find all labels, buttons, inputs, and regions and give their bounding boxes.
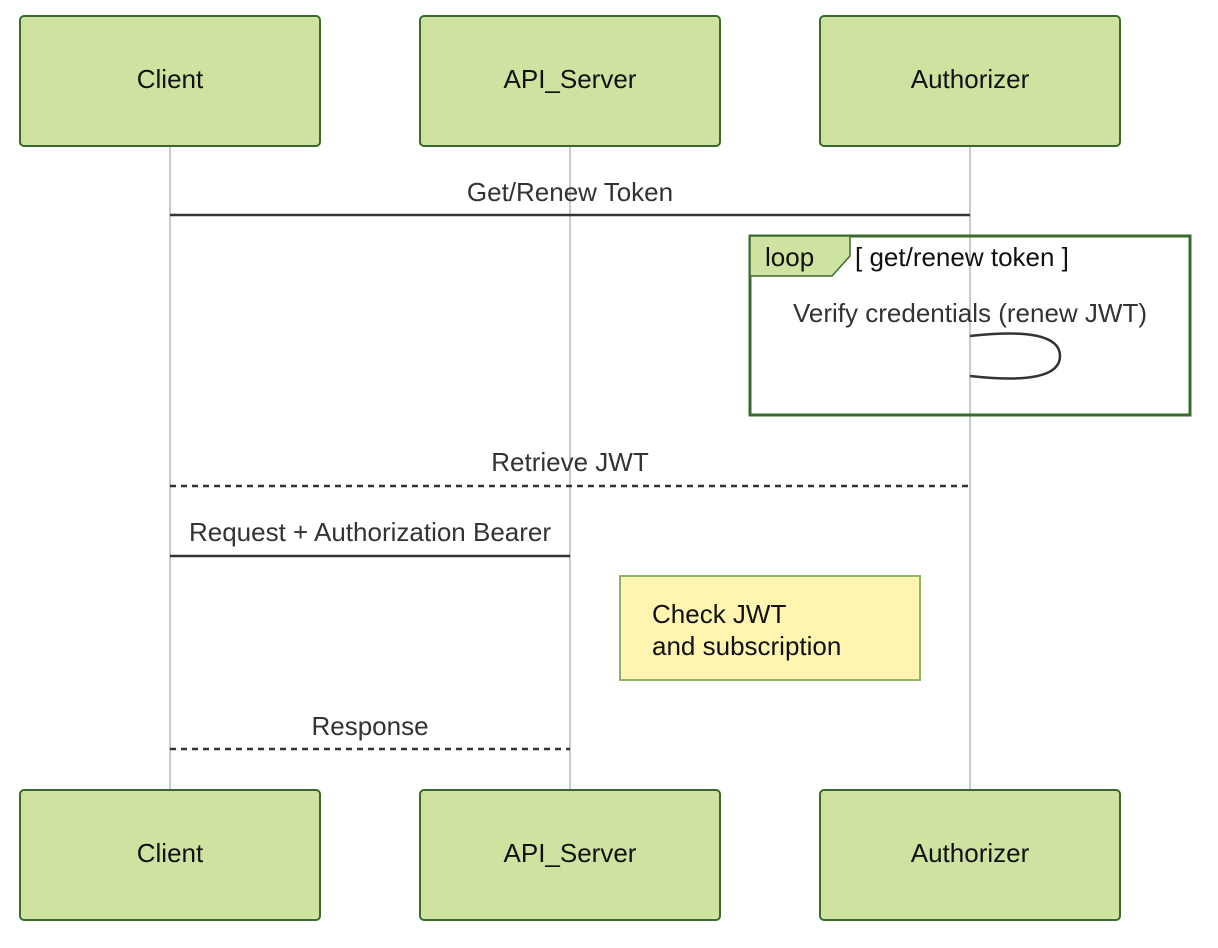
message-label: Response: [311, 711, 428, 741]
loop-border: [748, 234, 1192, 417]
self-message-arrow: [969, 332, 1062, 380]
message-request-bearer[interactable]: Request + Authorization Bearer: [170, 517, 570, 558]
loop-tag-label: loop: [765, 242, 814, 272]
actor-label: Client: [137, 838, 204, 868]
self-message-label: Verify credentials (renew JWT): [793, 298, 1147, 328]
note-line-1: Check JWT: [652, 599, 786, 629]
actor-client-bottom[interactable]: Client: [19, 789, 321, 921]
actor-label: Client: [137, 64, 204, 94]
message-retrieve-jwt[interactable]: Retrieve JWT: [170, 447, 970, 488]
actor-label: API_Server: [504, 838, 637, 868]
message-response[interactable]: Response: [170, 711, 570, 751]
actor-label: API_Server: [504, 64, 637, 94]
actor-client-top[interactable]: Client: [19, 15, 321, 147]
actor-api-server-top[interactable]: API_Server: [419, 15, 721, 147]
actor-authorizer-top[interactable]: Authorizer: [819, 15, 1121, 147]
message-label: Request + Authorization Bearer: [189, 517, 551, 547]
note-line-2: and subscription: [652, 631, 841, 661]
loop-tag: [749, 235, 851, 277]
actor-api-server-bottom[interactable]: API_Server: [419, 789, 721, 921]
actor-label: Authorizer: [911, 838, 1030, 868]
actor-authorizer-bottom[interactable]: Authorizer: [819, 789, 1121, 921]
loop-frame: loop [ get/renew token ] Verify credenti…: [748, 234, 1192, 417]
message-label: Get/Renew Token: [467, 177, 673, 207]
message-get-renew-token[interactable]: Get/Renew Token: [170, 177, 970, 217]
actor-label: Authorizer: [911, 64, 1030, 94]
message-label: Retrieve JWT: [491, 447, 649, 477]
note-check-jwt[interactable]: Check JWT and subscription: [619, 575, 921, 681]
loop-condition: [ get/renew token ]: [855, 242, 1069, 272]
note-box: [619, 575, 921, 681]
